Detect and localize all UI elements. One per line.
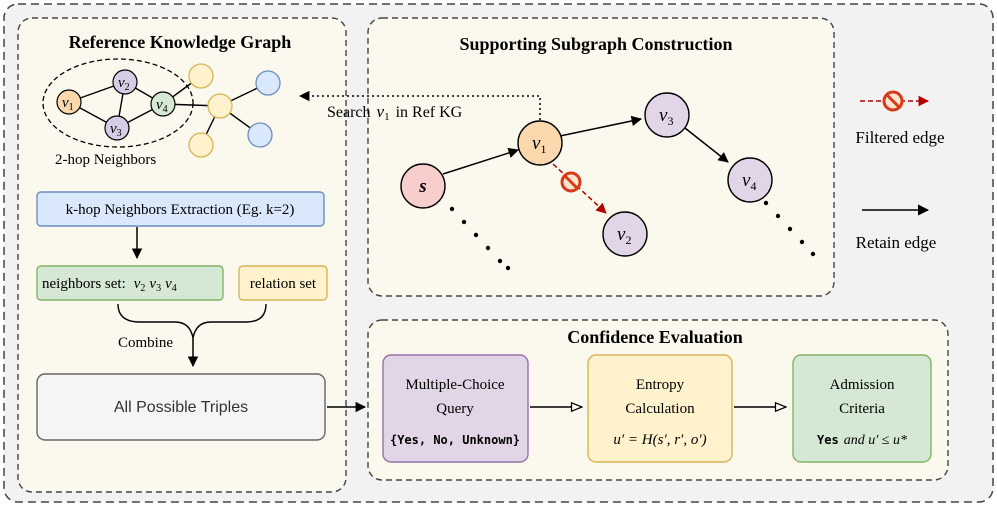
ref-label-v3: v3 bbox=[110, 121, 122, 139]
ref-node-yellow-1 bbox=[188, 63, 214, 89]
ref-node-blue-1 bbox=[255, 70, 281, 96]
ref-node-v4 bbox=[150, 91, 176, 117]
sub-label-v1: v1 bbox=[532, 133, 546, 156]
two-hop-caption: 2-hop Neighbors bbox=[55, 152, 156, 168]
sub-label-v2: v2 bbox=[617, 224, 631, 247]
mcq-box bbox=[382, 354, 529, 463]
entropy-line1: Entropy bbox=[636, 377, 685, 393]
entropy-line2: Calculation bbox=[625, 401, 695, 417]
ref-label-v4: v4 bbox=[156, 97, 168, 115]
admission-line1: Admission bbox=[829, 377, 895, 393]
ref-node-v3 bbox=[104, 115, 130, 141]
all-triples-label: All Possible Triples bbox=[114, 399, 248, 416]
confidence-title: Confidence Evaluation bbox=[567, 327, 743, 347]
two-hop-region bbox=[42, 58, 194, 148]
sub-label-s: s bbox=[418, 176, 426, 197]
relation-set-label: relation set bbox=[250, 276, 317, 292]
extraction-box bbox=[36, 191, 325, 227]
mcq-line1: Multiple-Choice bbox=[405, 377, 504, 393]
admission-box bbox=[792, 354, 932, 463]
legend-filtered-icon bbox=[882, 90, 904, 112]
mcq-line2: Query bbox=[436, 401, 474, 417]
extraction-label: k-hop Neighbors Extraction (Eg. k=2) bbox=[66, 202, 295, 218]
edge-v3-v4 bbox=[684, 127, 729, 163]
continuation-dots-right bbox=[763, 200, 816, 257]
sub-node-v3 bbox=[644, 92, 690, 138]
sub-label-v3: v3 bbox=[659, 105, 673, 128]
mcq-options: {Yes, No, Unknown} bbox=[390, 433, 520, 447]
ref-node-v2 bbox=[112, 69, 138, 95]
ref-kg-title: Reference Knowledge Graph bbox=[69, 32, 292, 52]
sub-node-v4 bbox=[727, 157, 773, 203]
ref-node-yellow-2 bbox=[207, 93, 233, 119]
ref-label-v2: v2 bbox=[118, 75, 130, 93]
legend-filtered-label: Filtered edge bbox=[855, 128, 944, 147]
relation-set-box bbox=[238, 265, 328, 301]
ref-node-v1 bbox=[56, 89, 82, 115]
admission-line2: Criteria bbox=[839, 401, 885, 417]
edge-v1-v2-filtered bbox=[552, 163, 607, 214]
continuation-dots-left bbox=[449, 206, 511, 271]
ref-node-blue-2 bbox=[247, 122, 273, 148]
subgraph-panel bbox=[367, 17, 835, 297]
entropy-box bbox=[587, 354, 733, 463]
filtered-edge-icon bbox=[560, 171, 582, 193]
edge-s-v1 bbox=[442, 147, 520, 175]
sub-node-v1 bbox=[517, 120, 563, 166]
entropy-formula: u′ = H(s′, r′, o′) bbox=[613, 432, 706, 448]
edge-v1-v3 bbox=[559, 115, 643, 137]
sub-node-s bbox=[400, 163, 446, 209]
combine-label: Combine bbox=[118, 335, 173, 351]
sub-label-v4: v4 bbox=[742, 170, 756, 193]
ref-node-yellow-3 bbox=[188, 132, 214, 158]
subgraph-title: Supporting Subgraph Construction bbox=[459, 34, 732, 54]
legend-retain-label: Retain edge bbox=[856, 233, 937, 252]
ref-label-v1: v1 bbox=[62, 95, 74, 113]
neighbors-set-box bbox=[36, 265, 224, 301]
all-triples-box bbox=[36, 373, 326, 441]
sub-node-v2 bbox=[602, 211, 648, 257]
